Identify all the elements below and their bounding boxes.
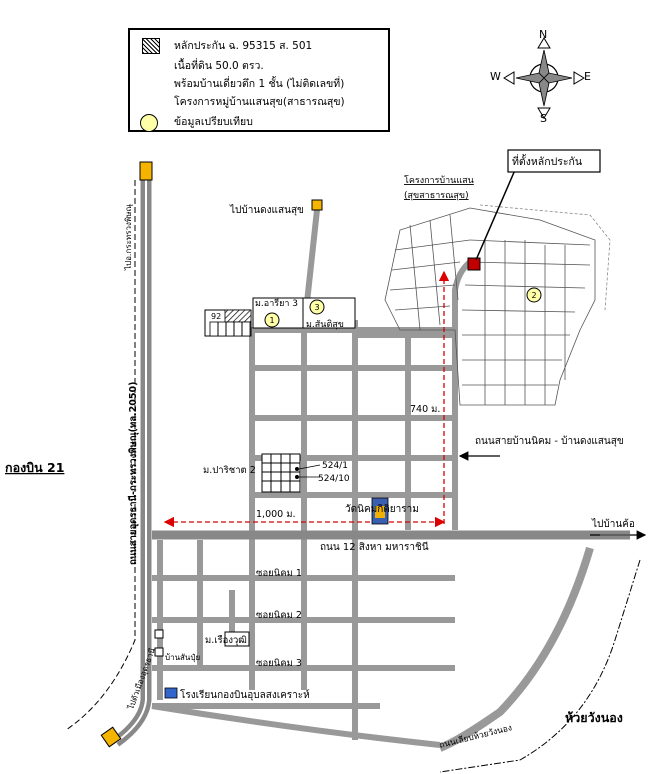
soi-nikom-3-label: ซอยนิคม 3 <box>256 658 302 669</box>
main-road-label: ถนนสายอุดรธานี-กระทรวงพิษณุ(ทล.2050) <box>127 382 139 565</box>
collateral-plot-marker <box>467 257 481 271</box>
to-dong-saen-suk-label: ไปบ้านดงแสนสุข <box>229 204 304 216</box>
curved-road-east <box>438 546 594 752</box>
house-92-label: 92 <box>211 312 221 321</box>
legend-comparison: ข้อมูลเปรียบเทียบ <box>174 116 253 128</box>
temple-roof-icon <box>375 506 385 518</box>
hatched-square-icon <box>142 38 160 54</box>
wing21-label: กองบิน 21 <box>5 460 64 475</box>
collateral-label-box <box>507 149 601 173</box>
ban-sanpui-label: บ้านสันปุ๋ย <box>165 653 200 662</box>
legend-project: โครงการหมู่บ้านแสนสุข(สาธารณสุข) <box>174 96 345 108</box>
collateral-location-label: ที่ตั้งหลักประกัน <box>512 154 582 168</box>
house-524-1-label: 524/1 <box>322 461 348 471</box>
comparison-point-3 <box>309 299 325 315</box>
moo-ruangwut-label: ม.เรืองวุฒิ <box>205 635 247 646</box>
legend-collateral-title: หลักประกัน ฉ. 95315 ส. 501 <box>174 40 313 52</box>
point-524-10 <box>295 475 299 479</box>
dashed-project-boundary <box>479 204 611 311</box>
to-dong-saen-suk-arrow-icon <box>311 199 323 211</box>
to-ban-kho-label: ไปบ้านค้อ <box>591 518 635 530</box>
dashed-boundary-left <box>65 180 136 731</box>
soi-nikom-1-label: ซอยนิคม 1 <box>256 568 302 579</box>
circle-label-3: 3 <box>314 303 319 312</box>
highway-south-arrow-icon <box>100 726 122 748</box>
road-nikom-dongsaensuk-label: ถนนสายบ้านนิคม - บ้านดงแสนสุข <box>475 435 624 447</box>
circle-label-2: 2 <box>531 291 536 300</box>
legend-box: หลักประกัน ฉ. 95315 ส. 501 เนื้อที่ดิน 5… <box>128 28 390 132</box>
point-524-1 <box>295 467 299 471</box>
house-524-10-label: 524/10 <box>318 474 350 484</box>
moo-parichat2-label: ม.ปาริชาต 2 <box>203 465 256 476</box>
yellow-circle-icon <box>140 114 158 132</box>
temple-label: วัดนิคมกิติยาราม <box>345 504 419 515</box>
compass-w: W <box>490 70 501 83</box>
legend-house: พร้อมบ้านเดี่ยวตึก 1 ชั้น (ไม่ติดเลขที่) <box>174 78 345 90</box>
compass-icon <box>503 37 585 119</box>
legend-land-area: เนื้อที่ดิน 50.0 ตรว. <box>174 60 264 72</box>
circle-label-1: 1 <box>269 316 274 325</box>
compass-n: N <box>539 28 548 41</box>
project-label-2: (สุขสาธารณสุข) <box>404 191 469 201</box>
map-labels: ที่ตั้งหลักประกัน โครงการบ้านแสน (สุขสาธ… <box>5 154 635 751</box>
comparison-point-2 <box>526 287 542 303</box>
creek-line <box>439 559 641 773</box>
main-highway <box>100 161 153 748</box>
compass-rose: N S E W <box>490 28 594 126</box>
moo-ariya3-label: ม.อารียา 3 <box>255 298 298 309</box>
collateral-pointer-line <box>475 169 516 261</box>
moo-santisuk-label: ม.สันติสุข <box>306 319 344 330</box>
highway-north-arrow-icon <box>139 161 153 181</box>
comparison-point-1 <box>264 312 280 328</box>
huai-wang-nong-label: ห้วยวังนอง <box>565 710 623 725</box>
road-12-label: ถนน 12 สิงหา มหาราชินี <box>320 541 429 553</box>
project-label-1: โครงการบ้านแสน <box>404 175 474 186</box>
soi-nikom-2-label: ซอยนิคม 2 <box>256 610 302 621</box>
to-district-label: ไปอ.กระทรวงพิษณุ <box>124 204 133 271</box>
project-village-grid <box>384 207 596 406</box>
distance-1000-label: 1,000 ม. <box>256 509 296 520</box>
compass-e: E <box>584 70 591 83</box>
local-roads <box>151 209 473 748</box>
school-label: โรงเรียนกองบินอุบลสงเคราะห์ <box>180 688 310 701</box>
comparison-points: 1 3 2 <box>264 287 542 328</box>
compass-s: S <box>540 112 547 125</box>
distance-740-label: 740 ม. <box>410 404 440 415</box>
school-icon <box>164 687 178 699</box>
